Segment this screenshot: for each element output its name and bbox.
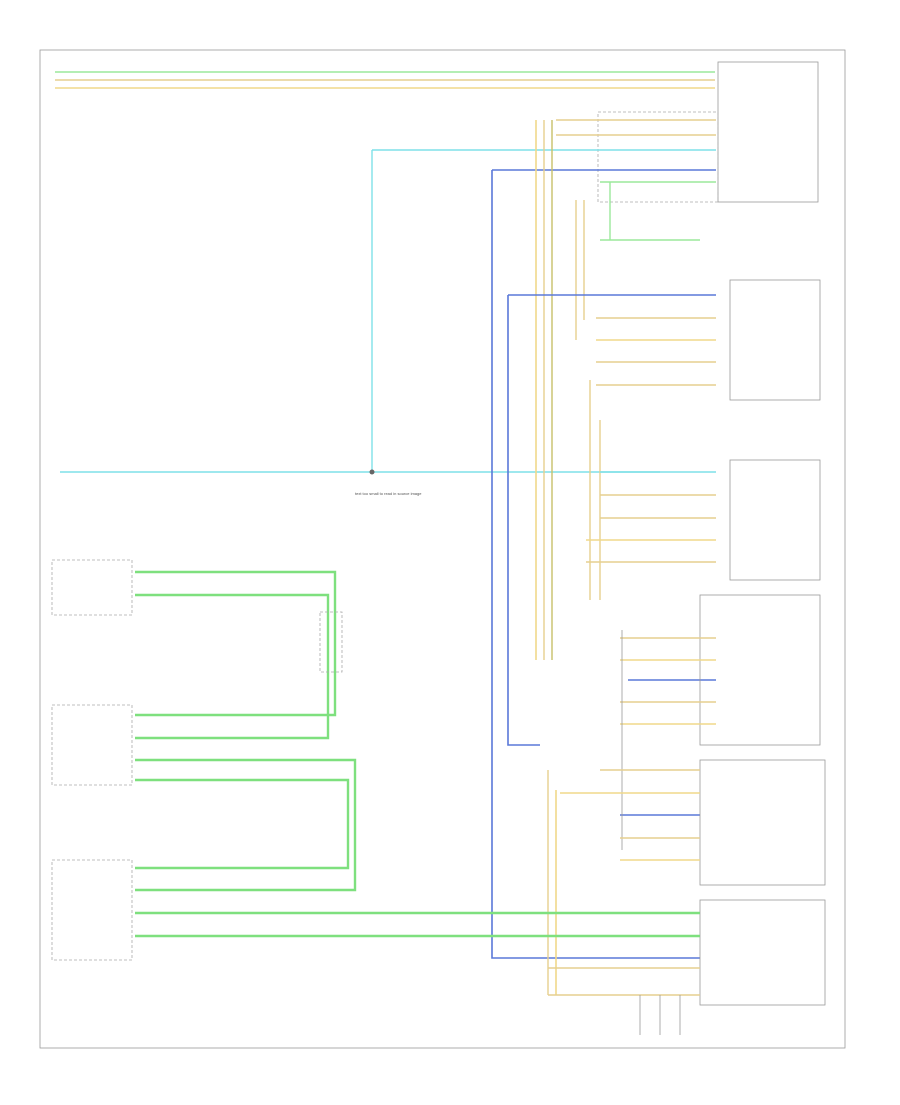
right-connector-group-2 — [586, 459, 821, 581]
label-placeholders: text too small to read in source image — [355, 491, 422, 496]
top-feed-wires — [55, 71, 715, 89]
right-connector-group-4 — [560, 759, 826, 886]
right-connector-group-3 — [620, 594, 821, 850]
center-splice-label: text too small to read in source image — [355, 491, 422, 496]
left-sensor-1 — [51, 559, 337, 680]
top-right-module — [492, 61, 819, 241]
blue-trunk — [491, 170, 716, 959]
center-vertical-bundle — [535, 120, 601, 660]
diagram-border — [39, 49, 846, 1049]
bottom-right-module — [547, 770, 826, 1035]
cyan-trunk — [60, 149, 660, 475]
splice-block — [319, 611, 343, 673]
left-sensor-3 — [51, 859, 700, 961]
left-sensor-2 — [51, 680, 357, 892]
right-connector-group-1 — [596, 279, 821, 401]
